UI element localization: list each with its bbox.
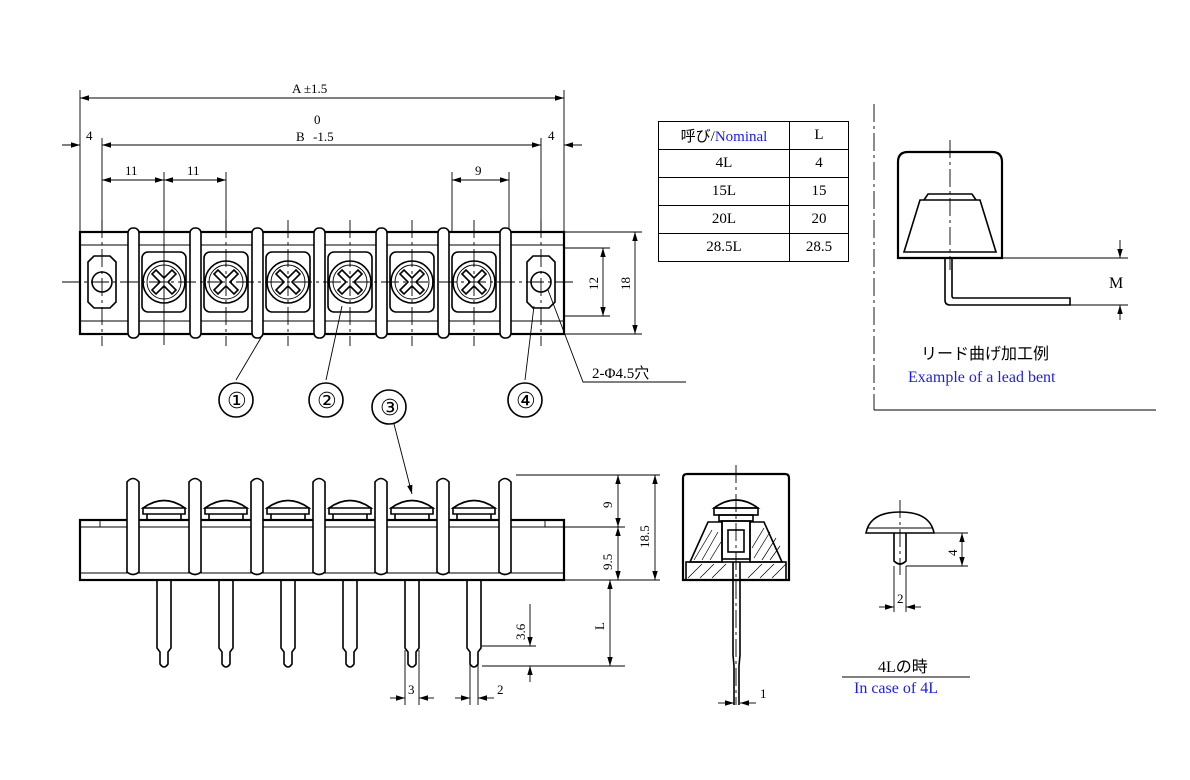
callout-3: ③ bbox=[380, 395, 400, 420]
table-row: 28.5L 28.5 bbox=[658, 233, 849, 262]
case-4l-title-jp: 4Lの時 bbox=[878, 658, 928, 676]
pins bbox=[156, 580, 482, 668]
table-cell-L: 28.5 bbox=[789, 233, 849, 262]
table-cell-nominal: 4L bbox=[658, 149, 790, 178]
table-cell-L: 20 bbox=[789, 205, 849, 234]
callout-2: ② bbox=[317, 388, 337, 413]
table-cell-nominal: 28.5L bbox=[658, 233, 790, 262]
dim-edge-right: 4 bbox=[548, 128, 555, 143]
hole-spec-label: 2-Φ4.5穴 bbox=[592, 365, 649, 382]
callout-circle-3 bbox=[371, 389, 407, 425]
front-screws bbox=[140, 499, 498, 521]
barrier-walls bbox=[127, 227, 512, 339]
dim-side-9-5: 9.5 bbox=[600, 554, 615, 570]
dim-height-12: 12 bbox=[586, 277, 601, 290]
dim-pitch-3: 9 bbox=[475, 163, 482, 178]
table-cell-nominal: 20L bbox=[658, 205, 790, 234]
table-header-nominal: 呼び/Nominal bbox=[658, 121, 790, 150]
dim-pitch-2: 11 bbox=[187, 163, 200, 178]
case-4l-title-en: In case of 4L bbox=[854, 680, 938, 697]
lead-bent-title-en: Example of a lead bent bbox=[908, 369, 1056, 386]
dim-small-4: 4 bbox=[945, 549, 960, 556]
front-view: ③ bbox=[78, 389, 660, 705]
dim-pitch-1: 11 bbox=[125, 163, 138, 178]
dim-B-label: B bbox=[296, 129, 305, 144]
dim-A-label: A ±1.5 bbox=[292, 81, 327, 96]
dim-lead-M: M bbox=[1109, 275, 1123, 292]
table-row: 4L 4 bbox=[658, 149, 849, 178]
callout-circle-4 bbox=[507, 382, 543, 418]
callout-circle-1 bbox=[218, 382, 254, 418]
table-cell-L: 15 bbox=[789, 177, 849, 206]
table-row: 15L 15 bbox=[658, 177, 849, 206]
side-section-view: 1 bbox=[681, 465, 791, 706]
header-nominal-en: Nominal bbox=[714, 129, 768, 145]
table-header-row: 呼び/Nominal L bbox=[658, 121, 849, 150]
callout-circle-2 bbox=[308, 382, 344, 418]
dim-end-1: 1 bbox=[760, 686, 767, 701]
table-cell-nominal: 15L bbox=[658, 177, 790, 206]
dim-height-18: 18 bbox=[618, 277, 633, 290]
dim-B-tol-lower: -1.5 bbox=[313, 129, 334, 144]
dim-side-3-6: 3.6 bbox=[513, 623, 528, 640]
table-header-L: L bbox=[789, 121, 849, 150]
table-row: 20L 20 bbox=[658, 205, 849, 234]
table-cell-L: 4 bbox=[789, 149, 849, 178]
header-nominal-jp: 呼び/ bbox=[680, 129, 715, 145]
lead-bent-view: M リード曲げ加工例 Example of a lead bent bbox=[873, 104, 1156, 411]
top-view: A ±1.5 B 0 -1.5 4 4 11 11 9 bbox=[62, 81, 686, 418]
dim-pin-2: 2 bbox=[497, 682, 504, 697]
dim-side-9: 9 bbox=[600, 502, 615, 509]
nominal-length-table: 呼び/Nominal L 4L 4 15L 15 20L 20 28.5L 28… bbox=[658, 121, 849, 262]
dim-side-L: L bbox=[592, 622, 607, 630]
dim-edge-left: 4 bbox=[86, 128, 93, 143]
dim-side-18-5: 18.5 bbox=[637, 525, 652, 548]
dim-pin-3: 3 bbox=[408, 682, 415, 697]
callout-1: ① bbox=[227, 388, 247, 413]
dim-small-2: 2 bbox=[897, 591, 904, 606]
case-4l-view: 4 2 4Lの時 In case of 4L bbox=[842, 500, 970, 697]
dim-B-tol-upper: 0 bbox=[314, 112, 321, 127]
callout-4: ④ bbox=[516, 388, 536, 413]
lead-bent-title-jp: リード曲げ加工例 bbox=[921, 345, 1049, 363]
front-barriers bbox=[126, 477, 512, 576]
